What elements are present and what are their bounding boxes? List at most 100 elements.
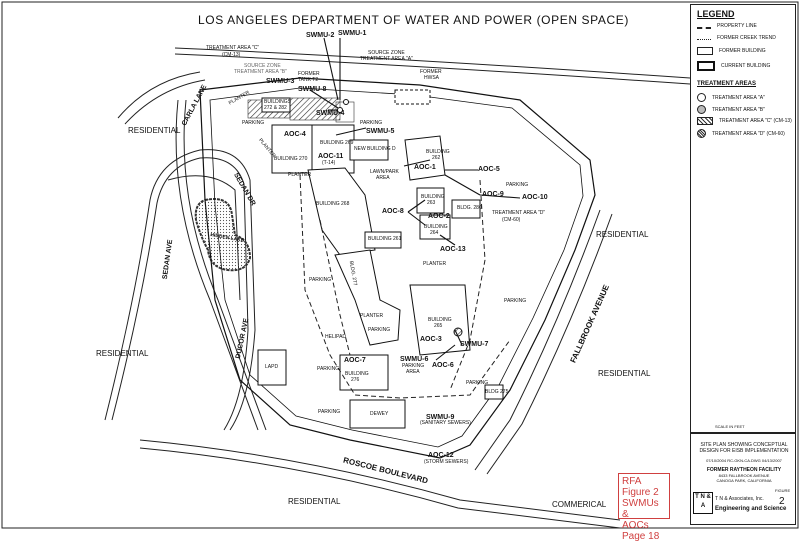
buildings-272-282 — [261, 97, 291, 113]
building-263-label-b: 263 — [427, 200, 436, 206]
site-plan-map — [1, 1, 799, 529]
buildings — [257, 89, 504, 429]
sewer-lines — [299, 174, 511, 399]
aoc-1-label: AOC-1 — [414, 164, 436, 171]
lapd-building — [257, 349, 287, 386]
lawn-label: LAWN/PARK — [370, 169, 399, 175]
former-hwsa-label: FORMER — [420, 69, 442, 75]
drawing-dates: 07/10/2004 RC-GKN-CA.DWG 04/13/2007 — [706, 458, 782, 463]
rfa-stamp: RFA Figure 2 SWMUs & AOCs Page 18 — [618, 473, 670, 542]
source-zone-b-label: SOURCE ZONE — [244, 63, 281, 69]
legend-panel: LEGEND PROPERTY LINE FORMER CREEK TREND … — [690, 4, 796, 433]
aoc-11-label: AOC-11 — [318, 153, 344, 160]
building-265-label-b: 265 — [434, 323, 443, 329]
swmu-2-label: SWMU-2 — [306, 32, 335, 39]
facility-city: CANOGA PARK, CALIFORNIA — [716, 478, 772, 483]
legend-item-former-building: FORMER BUILDING — [697, 47, 766, 55]
parking-3-label: PARKING — [506, 182, 529, 188]
legend-treatment-c: TREATMENT AREA "C" (CM-13) — [697, 117, 792, 125]
building-262-label: BUILDING — [426, 149, 450, 155]
legend-item-label: PROPERTY LINE — [717, 23, 757, 29]
legend-treatment-b: TREATMENT AREA "B" — [697, 105, 765, 114]
legend-item-current-building: CURRENT BUILDING — [697, 61, 770, 71]
legend-treatment-a: TREATMENT AREA "A" — [697, 93, 765, 102]
company-logo: T N & A — [693, 492, 713, 514]
legend-heading: LEGEND — [697, 9, 735, 19]
building-264-label-b: 264 — [430, 230, 439, 236]
callout-lines — [309, 37, 521, 361]
site-boundary — [199, 77, 596, 459]
aoc-4-label: AOC-4 — [284, 131, 306, 138]
title-block: SITE PLAN SHOWING CONCEPTUAL DESIGN FOR … — [690, 433, 796, 525]
hwsa-label: HWSA — [424, 75, 439, 81]
treatment-area-d-label: TREATMENT AREA "D" — [492, 210, 546, 216]
planter-5-label: PLANTER — [360, 313, 384, 319]
legend-item-label: FORMER CREEK TREND — [717, 35, 776, 41]
aoc-6-label: AOC-6 — [432, 362, 454, 369]
building-276-label-b: 276 — [351, 377, 360, 383]
legend-item-property-line: PROPERTY LINE — [697, 23, 757, 29]
legend-item-label: TREATMENT AREA "D" (CM-60) — [712, 130, 785, 137]
legend-item-label: TREATMENT AREA "C" (CM-13) — [719, 118, 792, 124]
building-270 — [271, 124, 313, 174]
aoc-5-label: AOC-5 — [478, 166, 500, 173]
swmu-9-label: SWMU-9 — [426, 414, 455, 421]
swmu-1-label: SWMU-1 — [338, 30, 367, 37]
parking-5-label: PARKING — [309, 277, 332, 283]
aoc-3-label: AOC-3 — [420, 336, 442, 343]
legend-item-creek-trend: FORMER CREEK TREND — [697, 35, 776, 41]
new-building-d-label: NEW BUILDING D — [354, 146, 396, 152]
building-261-label: BUILDING 261 — [368, 236, 402, 242]
roscoe-boulevard-road — [139, 439, 621, 529]
residential-nw-label: RESIDENTIAL — [128, 126, 181, 135]
former-building-icon — [697, 47, 713, 55]
figure-number: 2 — [779, 496, 785, 507]
planter-4-label: PLANTER — [423, 261, 447, 267]
building-263-label: BUILDING — [421, 194, 445, 200]
treatment-d-icon — [697, 129, 706, 138]
lawn-label-b: AREA — [376, 175, 390, 181]
aoc-11-sub: (T-14) — [322, 160, 336, 166]
swmu-3-label: SWMU-3 — [266, 78, 295, 85]
treatment-c-icon — [697, 117, 713, 125]
aoc-markers — [337, 99, 463, 337]
aoc-12-sub: (STORM SEWERS) — [424, 459, 469, 465]
swmu-6-label: SWMU-6 — [400, 356, 429, 363]
former-hwsa — [394, 89, 431, 105]
parking-area-label: PARKING — [402, 363, 425, 369]
aoc-8-label: AOC-8 — [382, 208, 404, 215]
buildings-272-label-b: 272 & 282 — [264, 105, 287, 111]
legend-item-label: TREATMENT AREA "B" — [712, 106, 765, 113]
treatment-area-b-label: TREATMENT AREA "B" — [234, 69, 287, 75]
building-280 — [451, 199, 481, 219]
ducor-ave-road — [175, 99, 267, 431]
residential-se-label: RESIDENTIAL — [598, 369, 651, 378]
building-275 — [484, 384, 504, 400]
parking-9-label: PARKING — [466, 380, 489, 386]
scale-label: SCALE IN FEET — [715, 424, 745, 429]
building-268-label: BUILDING 268 — [316, 201, 350, 207]
dewey-building — [349, 399, 406, 429]
parking-1-label: PARKING — [242, 120, 265, 126]
building-277 — [334, 249, 401, 346]
building-269-label: BUILDING 269 — [320, 140, 354, 146]
treatment-area-c-sub: (CM-13) — [222, 52, 241, 58]
parking-8-label: PARKING — [318, 409, 341, 415]
swmu-5-label: SWMU-5 — [366, 128, 395, 135]
aoc-12-label: AOC-12 — [428, 452, 454, 459]
treatment-area-c-label: TREATMENT AREA "C" — [206, 45, 260, 51]
property-line-icon — [697, 24, 711, 29]
hidden-lake — [194, 198, 252, 272]
aoc-13-label: AOC-13 — [440, 246, 466, 253]
legend-treatment-d: TREATMENT AREA "D" (CM-60) — [697, 129, 785, 138]
source-zone-a-label: SOURCE ZONE — [368, 50, 405, 56]
swmu-4-label: SWMU-4 — [316, 110, 345, 117]
swmu-8-label: SWMU-8 — [298, 86, 327, 93]
treatment-area-a-label: TREATMENT AREA "A" — [360, 56, 413, 62]
lapd-label: LAPD — [265, 364, 279, 370]
drawing-frame — [1, 1, 799, 529]
legend-item-label: FORMER BUILDING — [719, 48, 766, 54]
building-262-label-b: 262 — [432, 155, 441, 161]
building-275-label: BLDG 275 — [485, 389, 509, 395]
legend-item-label: CURRENT BUILDING — [721, 63, 771, 69]
